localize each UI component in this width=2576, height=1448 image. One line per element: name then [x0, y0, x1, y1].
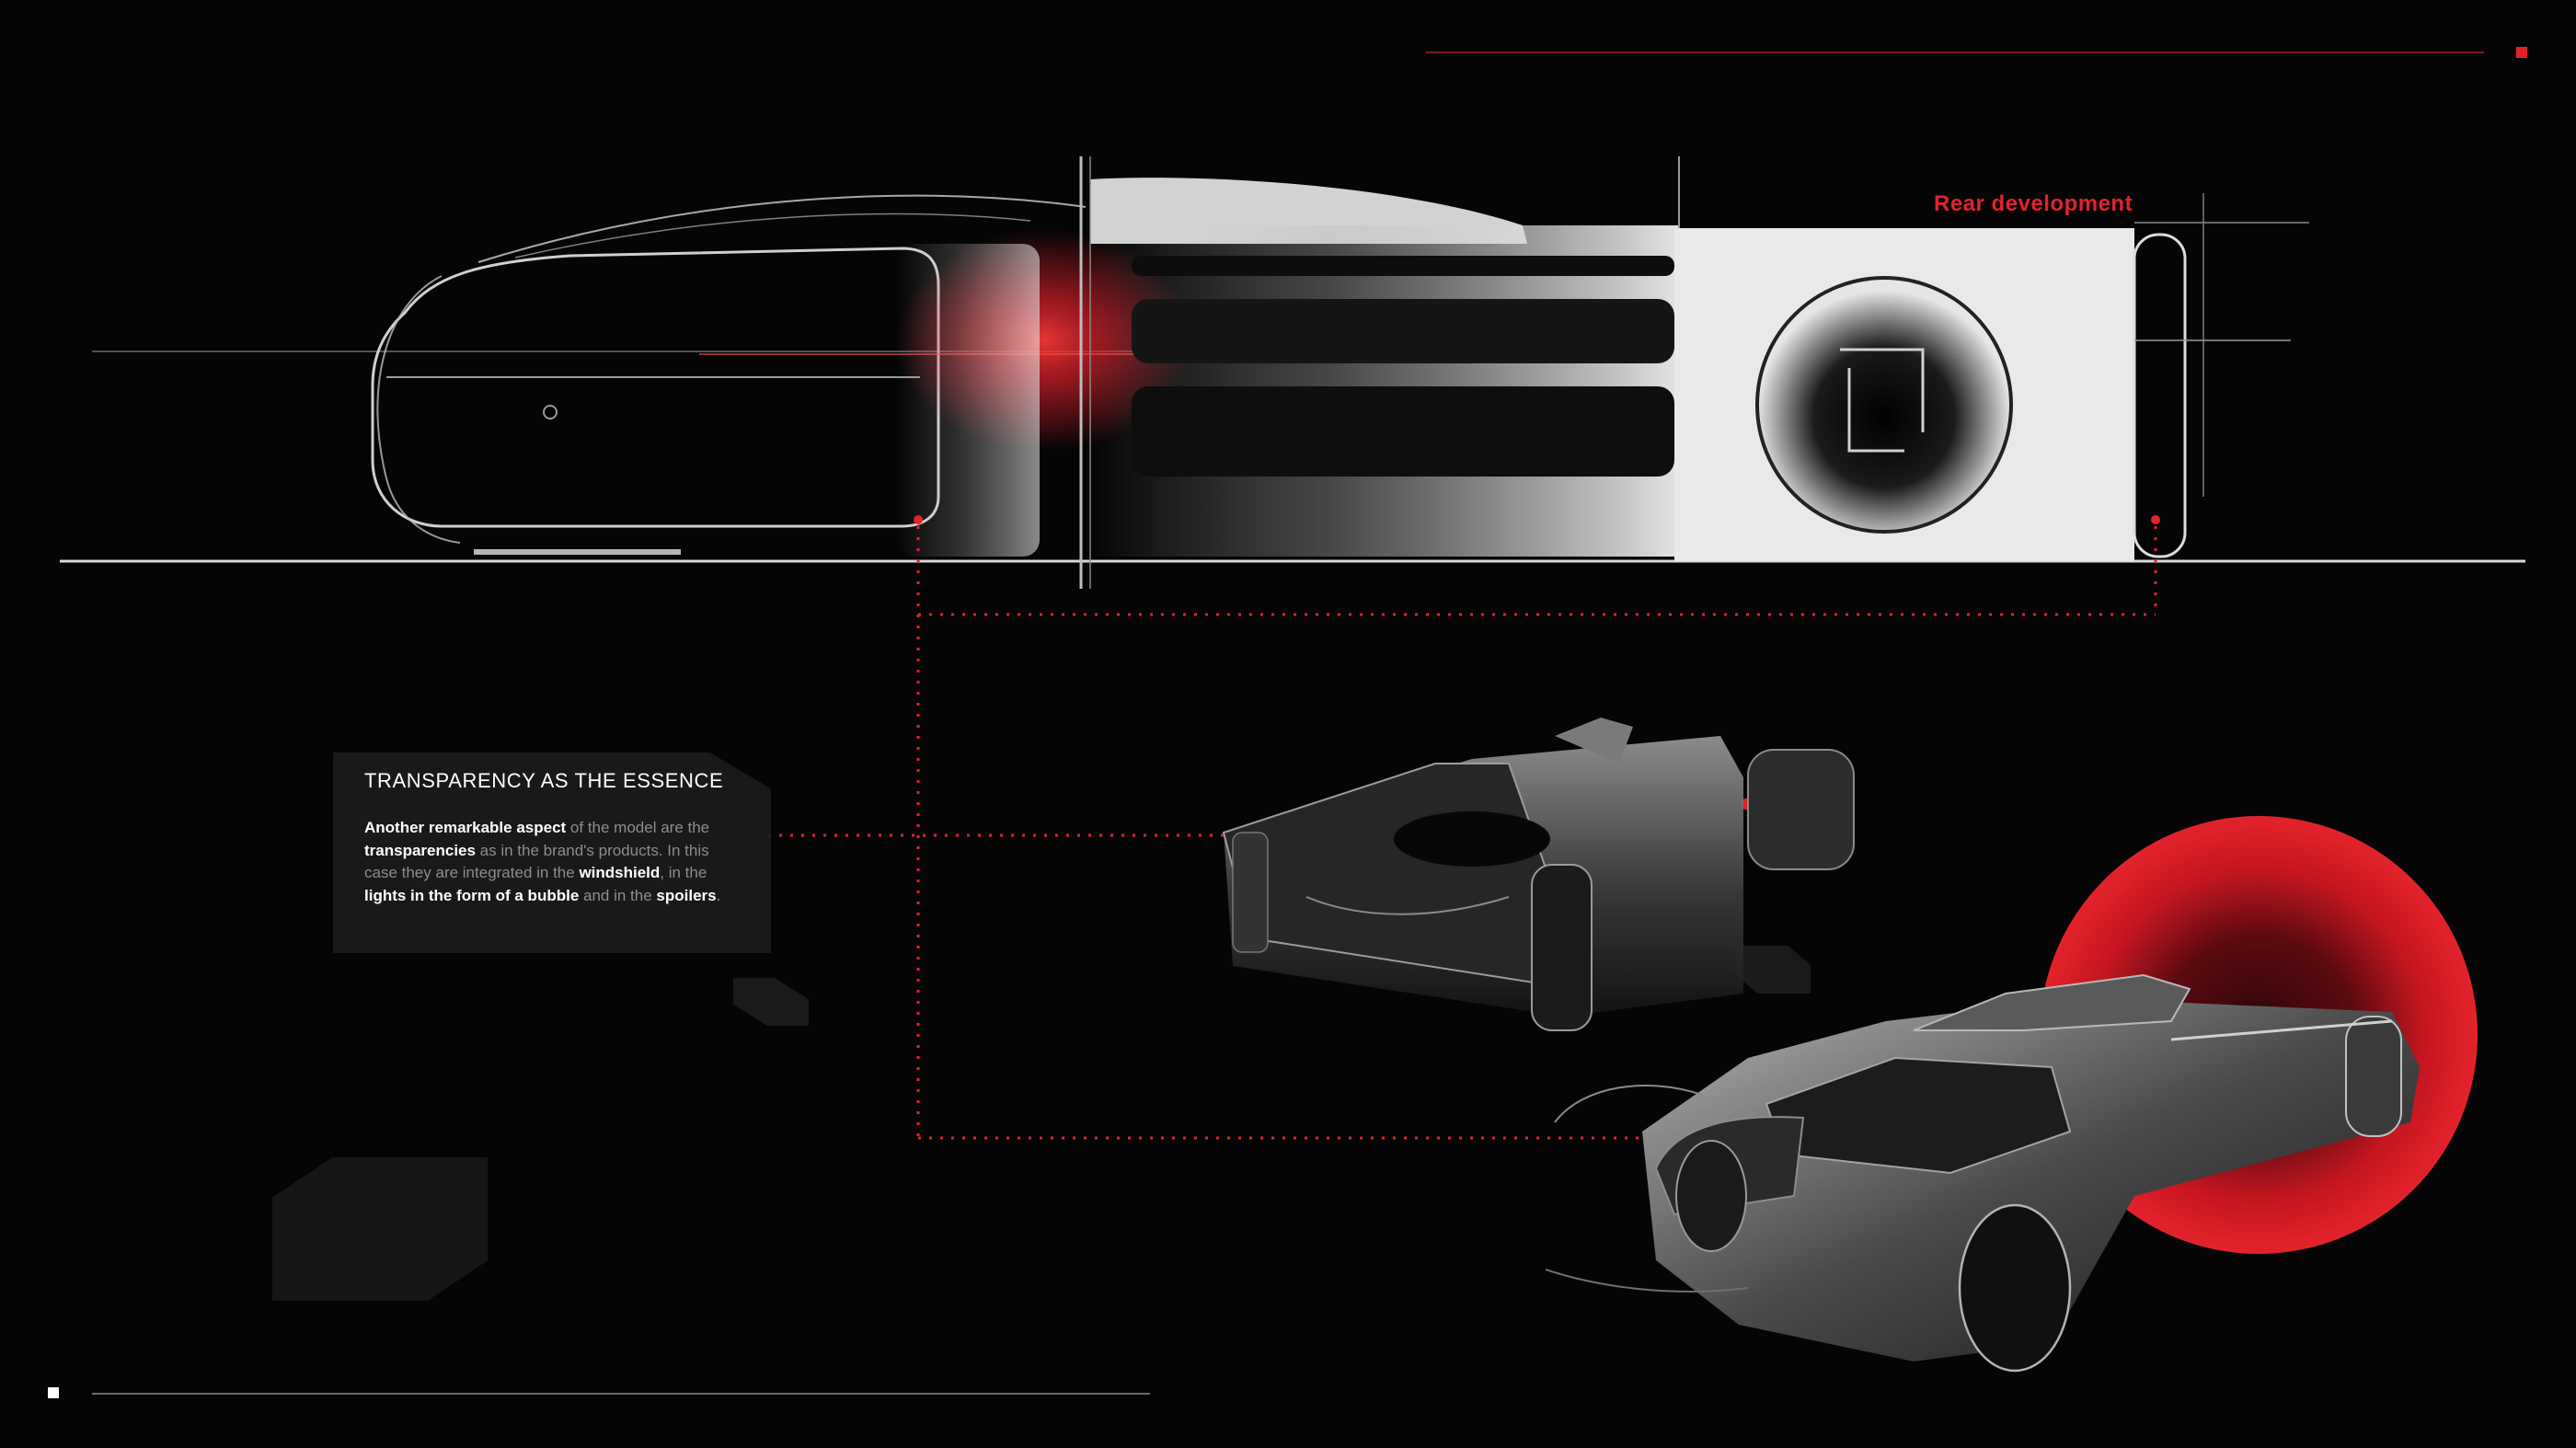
- panel-text: of the model are the: [566, 819, 710, 836]
- panel-highlight-text: windshield: [579, 864, 661, 881]
- bottom-frame-line: [92, 1393, 1150, 1395]
- panel-text: , in the: [660, 864, 707, 881]
- transparency-info-panel: TRANSPARENCY AS THE ESSENCE Another rema…: [333, 753, 771, 953]
- panel-highlight-text: spoilers: [656, 886, 717, 904]
- panel-highlight-text: lights in the form of a bubble: [364, 886, 580, 904]
- panel-text: as in the brand's products. In this case…: [364, 841, 709, 882]
- top-frame-line: [1426, 52, 2484, 53]
- panel-title: TRANSPARENCY AS THE ESSENCE: [364, 769, 724, 792]
- panel-highlight-text: transparencies: [364, 841, 476, 859]
- red-square-icon: [2516, 47, 2527, 58]
- rear-development-label: Rear development: [1934, 191, 2133, 216]
- white-square-icon: [48, 1387, 59, 1398]
- panel-highlight-text: Another remarkable aspect: [364, 819, 567, 836]
- panel-text: .: [716, 886, 721, 904]
- panel-text: and in the: [579, 886, 657, 904]
- decorative-block: [272, 1157, 488, 1301]
- panel-body-text: Another remarkable aspect of the model a…: [364, 817, 742, 907]
